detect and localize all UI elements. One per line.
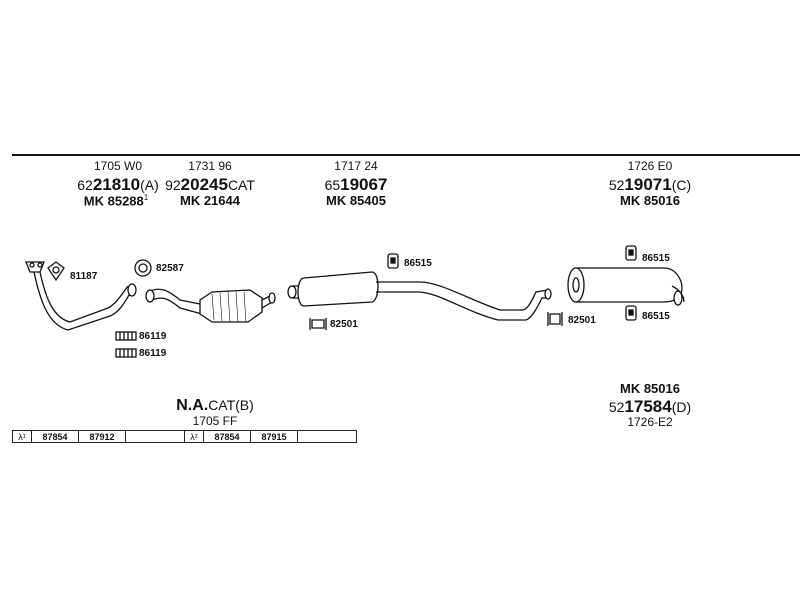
group1-partno: 6221810(A) — [56, 176, 180, 193]
clamp-82501-a — [309, 318, 327, 330]
lambda-1-value-3 — [125, 430, 185, 443]
group4-partno: 5219071(C) — [588, 176, 712, 193]
lambda-2-value-3 — [297, 430, 357, 443]
group1-suffix: (A) — [140, 177, 159, 193]
part-86515-b: 86515 — [642, 253, 670, 264]
group2-code: 1731 96 — [188, 159, 232, 173]
group1-mk-text: MK 85288 — [83, 193, 144, 209]
hanger-86515-c — [625, 305, 637, 321]
part-82501-b: 82501 — [568, 315, 596, 326]
lambda-row: λ¹ 87854 87912 λ² 87854 87915 — [12, 430, 357, 443]
group1-code: 1705 W0 — [93, 159, 143, 173]
hanger-86515-a — [387, 253, 399, 269]
lambda-2-symbol: λ² — [184, 430, 204, 443]
gasket-81187 — [47, 261, 65, 282]
part-86515-a: 86515 — [404, 258, 432, 269]
alt-partno: 5217584(D) — [588, 398, 712, 415]
group4-mk: MK 85016 — [620, 193, 680, 208]
lambda-2-value-1: 87854 — [203, 430, 251, 443]
group4-suffix: (C) — [671, 177, 692, 193]
group1-prefix: 62 — [77, 177, 93, 193]
na-cat-label: N.A.CAT(B) — [140, 398, 290, 414]
group2-prefix: 92 — [165, 177, 181, 193]
lambda-2-value-2: 87915 — [250, 430, 298, 443]
group4-prefix: 52 — [608, 177, 625, 193]
group2-main: 20245 — [180, 175, 228, 194]
group3-code: 1717 24 — [334, 159, 378, 173]
hanger-86515-b — [625, 245, 637, 261]
group1-main: 21810 — [92, 175, 141, 194]
ring-82587 — [134, 259, 152, 277]
rear-silencer — [567, 267, 685, 306]
middle-silencer — [287, 271, 552, 321]
alt-suffix: (D) — [671, 399, 692, 415]
group3-mk: MK 85405 — [326, 193, 386, 208]
lambda-1-value-2: 87912 — [78, 430, 126, 443]
part-81187: 81187 — [70, 271, 98, 282]
catalytic-converter — [145, 288, 276, 323]
part-82587: 82587 — [156, 263, 184, 274]
front-pipe — [25, 261, 137, 331]
group1-mk-sup: 1 — [143, 193, 149, 202]
group4-code: 1726 E0 — [627, 159, 673, 173]
group2-partno: 9220245CAT — [148, 176, 272, 193]
alt-prefix: 52 — [608, 399, 625, 415]
lambda-1-symbol: λ¹ — [12, 430, 32, 443]
part-86515-c: 86515 — [642, 311, 670, 322]
lambda-table: λ¹ 87854 87912 λ² 87854 87915 — [12, 430, 357, 443]
group4-main: 19071 — [624, 175, 672, 194]
group2-suffix: CAT — [227, 177, 255, 193]
na-code: 1705 FF — [192, 414, 238, 428]
na-suffix: CAT(B) — [208, 397, 254, 413]
part-86119-a: 86119 — [139, 331, 167, 342]
group1-mk: MK 852881 — [66, 193, 166, 209]
spring-86119-b — [115, 348, 137, 358]
group3-prefix: 65 — [324, 177, 341, 193]
alt-code: 1726-E2 — [627, 415, 673, 429]
group3-main: 19067 — [340, 175, 388, 194]
group3-partno: 6519067 — [300, 176, 412, 193]
spring-86119-a — [115, 331, 137, 341]
na-main: N.A. — [176, 397, 209, 414]
alt-mk: MK 85016 — [620, 381, 680, 396]
clamp-82501-b — [547, 312, 563, 326]
alt-main: 17584 — [624, 397, 672, 416]
lambda-1-value-1: 87854 — [31, 430, 79, 443]
part-82501-a: 82501 — [330, 319, 358, 330]
part-86119-b: 86119 — [139, 348, 167, 359]
group2-mk: MK 21644 — [180, 193, 240, 208]
